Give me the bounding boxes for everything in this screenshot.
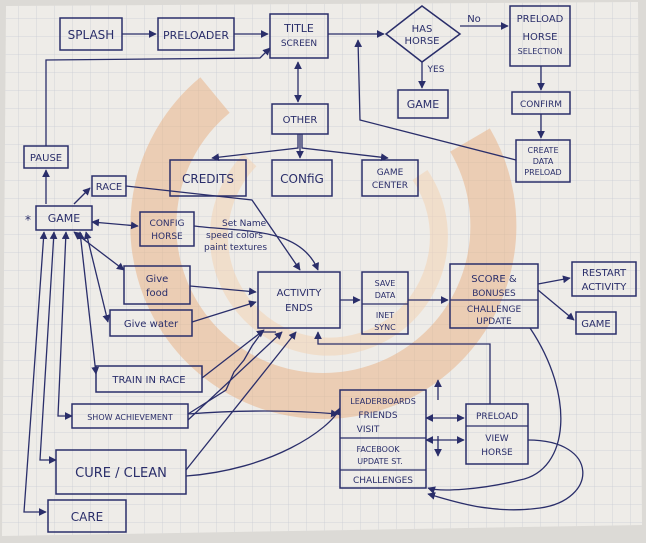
pause-label: PAUSE xyxy=(30,153,62,164)
other-label: OTHER xyxy=(283,115,318,126)
train-in-race-label: TRAIN IN RACE xyxy=(111,375,185,386)
game-center-box xyxy=(361,159,419,197)
activity-ends-label-1: ACTIVITY xyxy=(277,288,323,299)
activity-ends-label-2: ENDS xyxy=(285,303,313,314)
title-screen-box xyxy=(269,13,329,59)
race-label: RACE xyxy=(96,182,123,193)
challenges-label: CHALLENGES xyxy=(353,476,413,486)
game-center-label-2: CENTER xyxy=(372,181,408,191)
config-note-3: paint textures xyxy=(204,243,267,253)
score-label: SCORE & xyxy=(471,274,517,285)
sync-label: SYNC xyxy=(374,323,396,332)
horse-label: HORSE xyxy=(522,32,557,43)
show-achievement-label: SHOW ACHIEVEMENT xyxy=(87,413,173,422)
game-top-label: GAME xyxy=(407,98,440,111)
confirm-label: CONFIRM xyxy=(520,100,562,110)
game-top-box xyxy=(397,89,449,119)
config-horse-box xyxy=(139,211,195,247)
restart-activity-box xyxy=(571,261,637,297)
friends-label: FRIENDS xyxy=(358,411,397,421)
inet-label: INET xyxy=(376,311,394,320)
save-label: SAVE xyxy=(375,279,396,288)
data-label: DATA xyxy=(533,157,554,166)
facebook-label-2: UPDATE ST. xyxy=(357,457,403,466)
challenge-label: CHALLENGE xyxy=(467,305,522,315)
credits-box xyxy=(169,159,247,197)
no-label: No xyxy=(467,14,481,25)
game-right-box xyxy=(575,311,617,335)
title-label-1: TITLE xyxy=(283,22,314,35)
cure-clean-label: CURE / CLEAN xyxy=(75,466,167,481)
preload-horse-selection-box xyxy=(509,5,571,67)
preload-create-label: PRELOAD xyxy=(524,168,561,177)
restart-label: RESTART xyxy=(582,268,627,279)
create-label: CREATE xyxy=(528,146,559,155)
has-horse-label-1: HAS xyxy=(412,24,433,35)
preload-view-horse-box xyxy=(465,403,529,465)
preloader-label: PRELOADER xyxy=(163,29,229,42)
game-main-label: GAME xyxy=(48,212,81,225)
give-water-label: Give water xyxy=(124,319,179,330)
preload-label: PRELOAD xyxy=(517,14,564,25)
data-save-label: DATA xyxy=(375,291,396,300)
create-data-preload-box xyxy=(515,139,571,183)
give-food-box xyxy=(123,265,191,305)
care-label: CARE xyxy=(71,510,104,524)
game-right-label: GAME xyxy=(581,319,611,330)
activity-label: ACTIVITY xyxy=(582,282,628,293)
has-horse-label-2: HORSE xyxy=(404,36,439,47)
selection-label: SELECTION xyxy=(518,47,563,56)
care-box xyxy=(47,499,127,533)
game-center-label-1: GAME xyxy=(377,168,404,178)
connectors xyxy=(23,22,584,516)
credits-label: CREDITS xyxy=(182,172,234,186)
facebook-label-1: FACEBOOK xyxy=(356,445,400,454)
view-horse-label: HORSE xyxy=(481,448,513,458)
leaderboards-label: LEADERBOARDS xyxy=(350,397,416,406)
save-data-box xyxy=(361,271,409,335)
config-note-2: speed colors xyxy=(206,231,263,241)
train-in-race-box xyxy=(95,365,203,393)
view-label: VIEW xyxy=(485,434,508,444)
asterisk-label: * xyxy=(25,213,31,227)
config-note-1: Set Name xyxy=(222,219,267,229)
config-horse-label-2: HORSE xyxy=(151,232,183,242)
give-water-box xyxy=(109,309,193,337)
config-horse-label-1: CONFIG xyxy=(150,219,185,229)
update-label: UPDATE xyxy=(476,317,512,327)
config-box xyxy=(271,159,333,197)
give-food-label-1: Give xyxy=(146,274,169,285)
cure-clean-box xyxy=(55,449,187,495)
title-label-2: SCREEN xyxy=(281,39,317,49)
paper-grid xyxy=(2,2,642,536)
give-food-label-2: food xyxy=(146,288,168,299)
game-main-box xyxy=(35,205,93,231)
visit-label: VISIT xyxy=(357,425,380,435)
score-bonuses-box xyxy=(449,263,539,329)
yes-label: YES xyxy=(427,65,445,75)
splash-label: SPLASH xyxy=(68,28,115,42)
bonuses-label: BONUSES xyxy=(472,289,516,299)
preload-view-label-1: PRELOAD xyxy=(476,412,518,422)
config-label: CONfiG xyxy=(280,172,324,186)
